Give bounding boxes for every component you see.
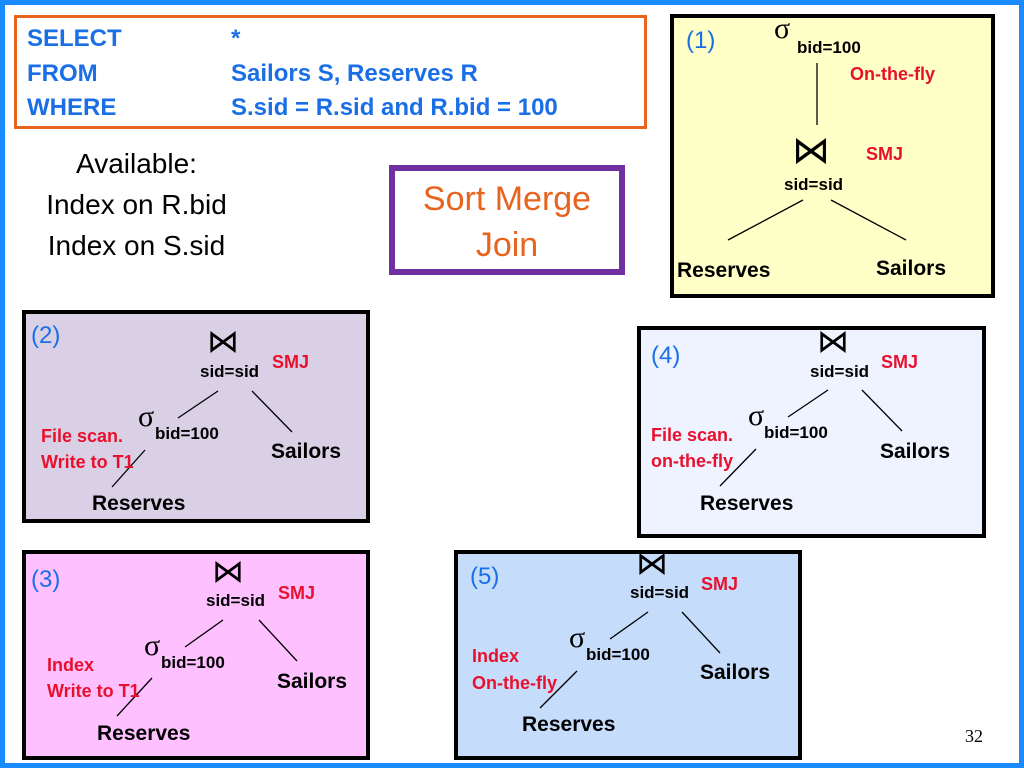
p5-reserves-label: Reserves <box>522 713 616 736</box>
sql-from-keyword: FROM <box>27 60 98 87</box>
p5-smj-label: SMJ <box>701 574 739 594</box>
p4-note-onthefly: on-the-fly <box>651 451 733 471</box>
p5-bid-condition: bid=100 <box>586 645 650 664</box>
p3-sailors-label: Sailors <box>277 670 348 693</box>
p3-selection-icon: σ <box>144 629 161 662</box>
p2-note-write: Write to T1 <box>41 452 134 472</box>
page-number: 32 <box>965 726 983 746</box>
p1-sailors-label: Sailors <box>876 257 947 280</box>
p5-sid-condition: sid=sid <box>630 583 690 602</box>
p4-sid-condition: sid=sid <box>810 362 870 381</box>
plan-1-panel <box>670 14 995 298</box>
p3-sid-condition: sid=sid <box>206 591 266 610</box>
p4-sailors-label: Sailors <box>880 440 951 463</box>
p2-note-scan: File scan. <box>41 426 124 446</box>
p3-note-write: Write to T1 <box>47 681 140 701</box>
p2-bid-condition: bid=100 <box>155 424 219 443</box>
p2-smj-label: SMJ <box>272 352 310 372</box>
available-indexes: Available: Index on R.bid Index on S.sid <box>14 143 259 266</box>
p4-smj-label: SMJ <box>881 352 919 372</box>
p3-reserves-label: Reserves <box>97 722 191 745</box>
p1-sid-condition: sid=sid <box>784 175 844 194</box>
p2-sid-condition: sid=sid <box>200 362 260 381</box>
plan-4-panel <box>637 326 986 538</box>
plan-4-number: (4) <box>651 342 681 369</box>
p2-sailors-label: Sailors <box>271 440 342 463</box>
plan-5-panel <box>454 550 802 760</box>
join-label: Join <box>475 226 539 264</box>
available-index-ssid: Index on S.sid <box>47 230 226 261</box>
sql-select-value: * <box>231 25 241 52</box>
p1-bid-condition: bid=100 <box>797 38 861 57</box>
p1-join-icon: ⋈ <box>792 128 830 172</box>
sort-merge-label: Sort Merge <box>422 180 592 218</box>
p4-selection-icon: σ <box>748 399 765 432</box>
p4-note-scan: File scan. <box>651 425 734 445</box>
plan-3-panel <box>22 550 370 760</box>
p1-reserves-label: Reserves <box>677 259 771 282</box>
p2-reserves-label: Reserves <box>92 492 186 515</box>
p3-join-icon: ⋈ <box>212 552 244 590</box>
plan-2-number: (2) <box>31 322 61 349</box>
p1-selection-icon: σ <box>774 12 791 45</box>
sql-from-value: Sailors S, Reserves R <box>231 60 478 87</box>
p2-join-icon: ⋈ <box>207 322 239 360</box>
sql-where-value: S.sid = R.sid and R.bid = 100 <box>231 94 558 121</box>
plan-1-number: (1) <box>686 27 716 54</box>
p4-bid-condition: bid=100 <box>764 423 828 442</box>
p1-smj-label: SMJ <box>866 144 904 164</box>
p5-note-index: Index <box>472 646 520 666</box>
p5-sailors-label: Sailors <box>700 661 771 684</box>
p1-onthefly-note: On-the-fly <box>850 64 935 84</box>
sql-select-keyword: SELECT <box>27 25 122 52</box>
plan-2-panel <box>22 310 370 523</box>
p5-join-icon: ⋈ <box>636 544 668 582</box>
available-index-rbid: Index on R.bid <box>46 189 227 220</box>
p4-reserves-label: Reserves <box>700 492 794 515</box>
p3-note-index: Index <box>47 655 95 675</box>
sql-query-box <box>14 15 647 129</box>
p4-join-icon: ⋈ <box>817 322 849 360</box>
available-title: Available: <box>76 148 197 179</box>
p2-selection-icon: σ <box>138 400 155 433</box>
plan-3-number: (3) <box>31 566 61 593</box>
p3-smj-label: SMJ <box>278 583 316 603</box>
p5-selection-icon: σ <box>569 621 586 654</box>
p3-bid-condition: bid=100 <box>161 653 225 672</box>
sql-where-keyword: WHERE <box>27 94 117 121</box>
plan-5-number: (5) <box>470 563 500 590</box>
sort-merge-join-box: Sort Merge Join <box>389 165 625 275</box>
p5-note-onthefly: On-the-fly <box>472 673 557 693</box>
